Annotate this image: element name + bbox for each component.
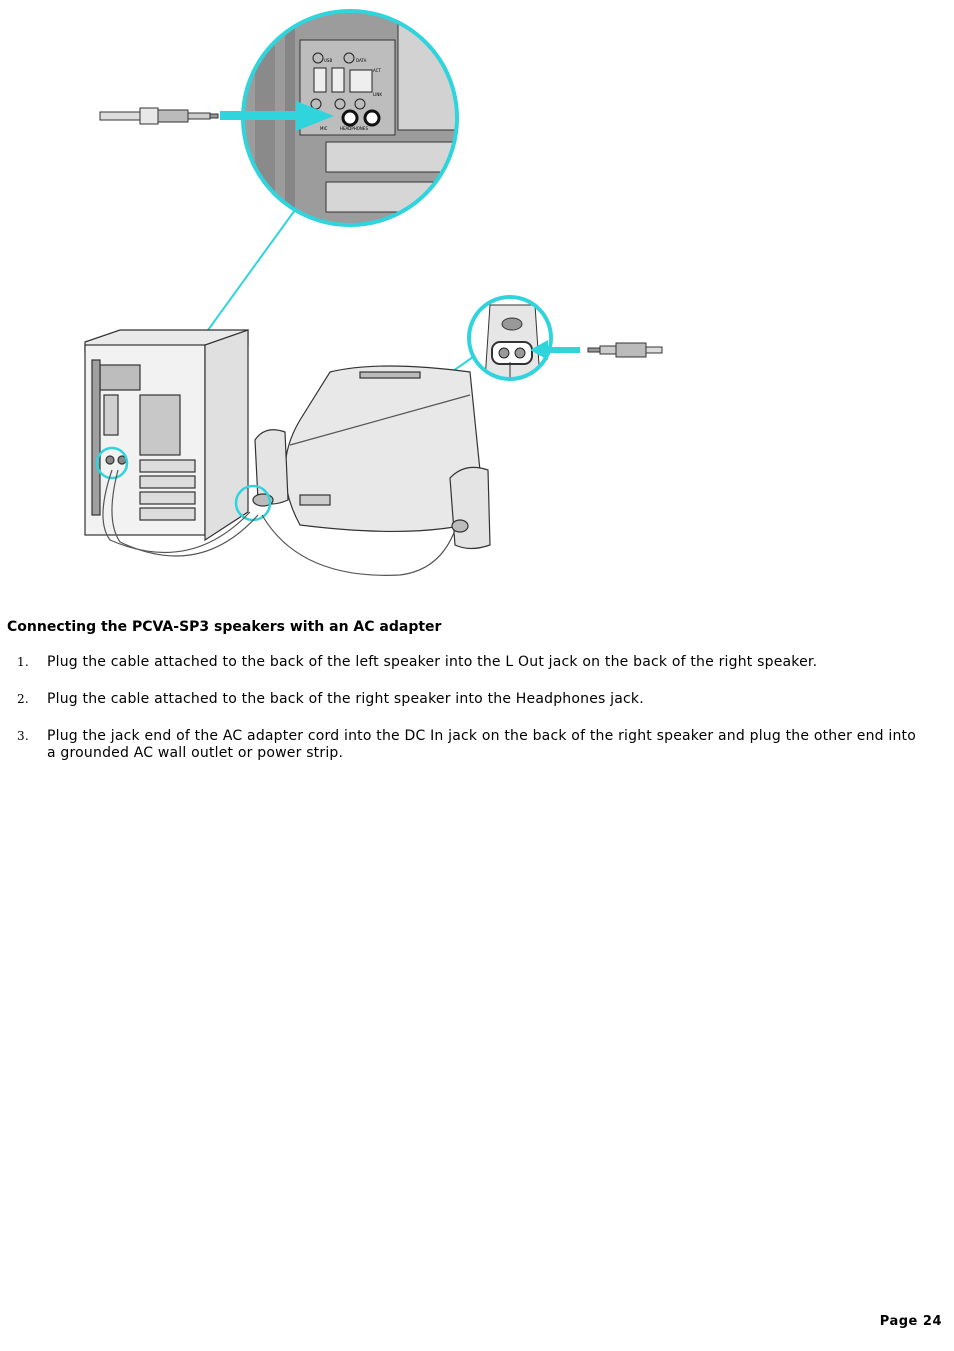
list-item: 1. Plug the cable attached to the back o… — [7, 654, 927, 671]
step-text: Plug the cable attached to the back of t… — [47, 691, 644, 707]
mini-plug-right — [588, 343, 662, 357]
list-item: 2. Plug the cable attached to the back o… — [7, 691, 927, 708]
step-number: 2. — [17, 691, 29, 708]
instruction-list: 1. Plug the cable attached to the back o… — [7, 654, 927, 782]
data-port-label: DATA — [356, 58, 367, 63]
list-item: 3. Plug the jack end of the AC adapter c… — [7, 728, 927, 762]
section-heading: Connecting the PCVA-SP3 speakers with an… — [7, 619, 441, 635]
speaker-connection-illustration: USB DATA ACT LINK MIC HEADPHONES — [60, 0, 680, 590]
step-number: 1. — [17, 654, 29, 671]
computer-tower — [85, 330, 248, 540]
step-number: 3. — [17, 728, 29, 745]
step-text: Plug the jack end of the AC adapter cord… — [47, 728, 916, 761]
right-speaker — [450, 467, 490, 548]
page-number: Page 24 — [880, 1314, 942, 1329]
mini-plug-left — [100, 108, 218, 124]
left-speaker — [253, 430, 288, 506]
usb-port-label: USB — [324, 58, 332, 63]
speaker-jack-closeup — [465, 295, 555, 385]
act-port-label: ACT — [373, 68, 381, 73]
link-port-label: LINK — [373, 92, 382, 97]
step-text: Plug the cable attached to the back of t… — [47, 654, 817, 670]
mic-port-label: MIC — [320, 126, 328, 131]
headphones-port-label: HEADPHONES — [340, 126, 368, 131]
